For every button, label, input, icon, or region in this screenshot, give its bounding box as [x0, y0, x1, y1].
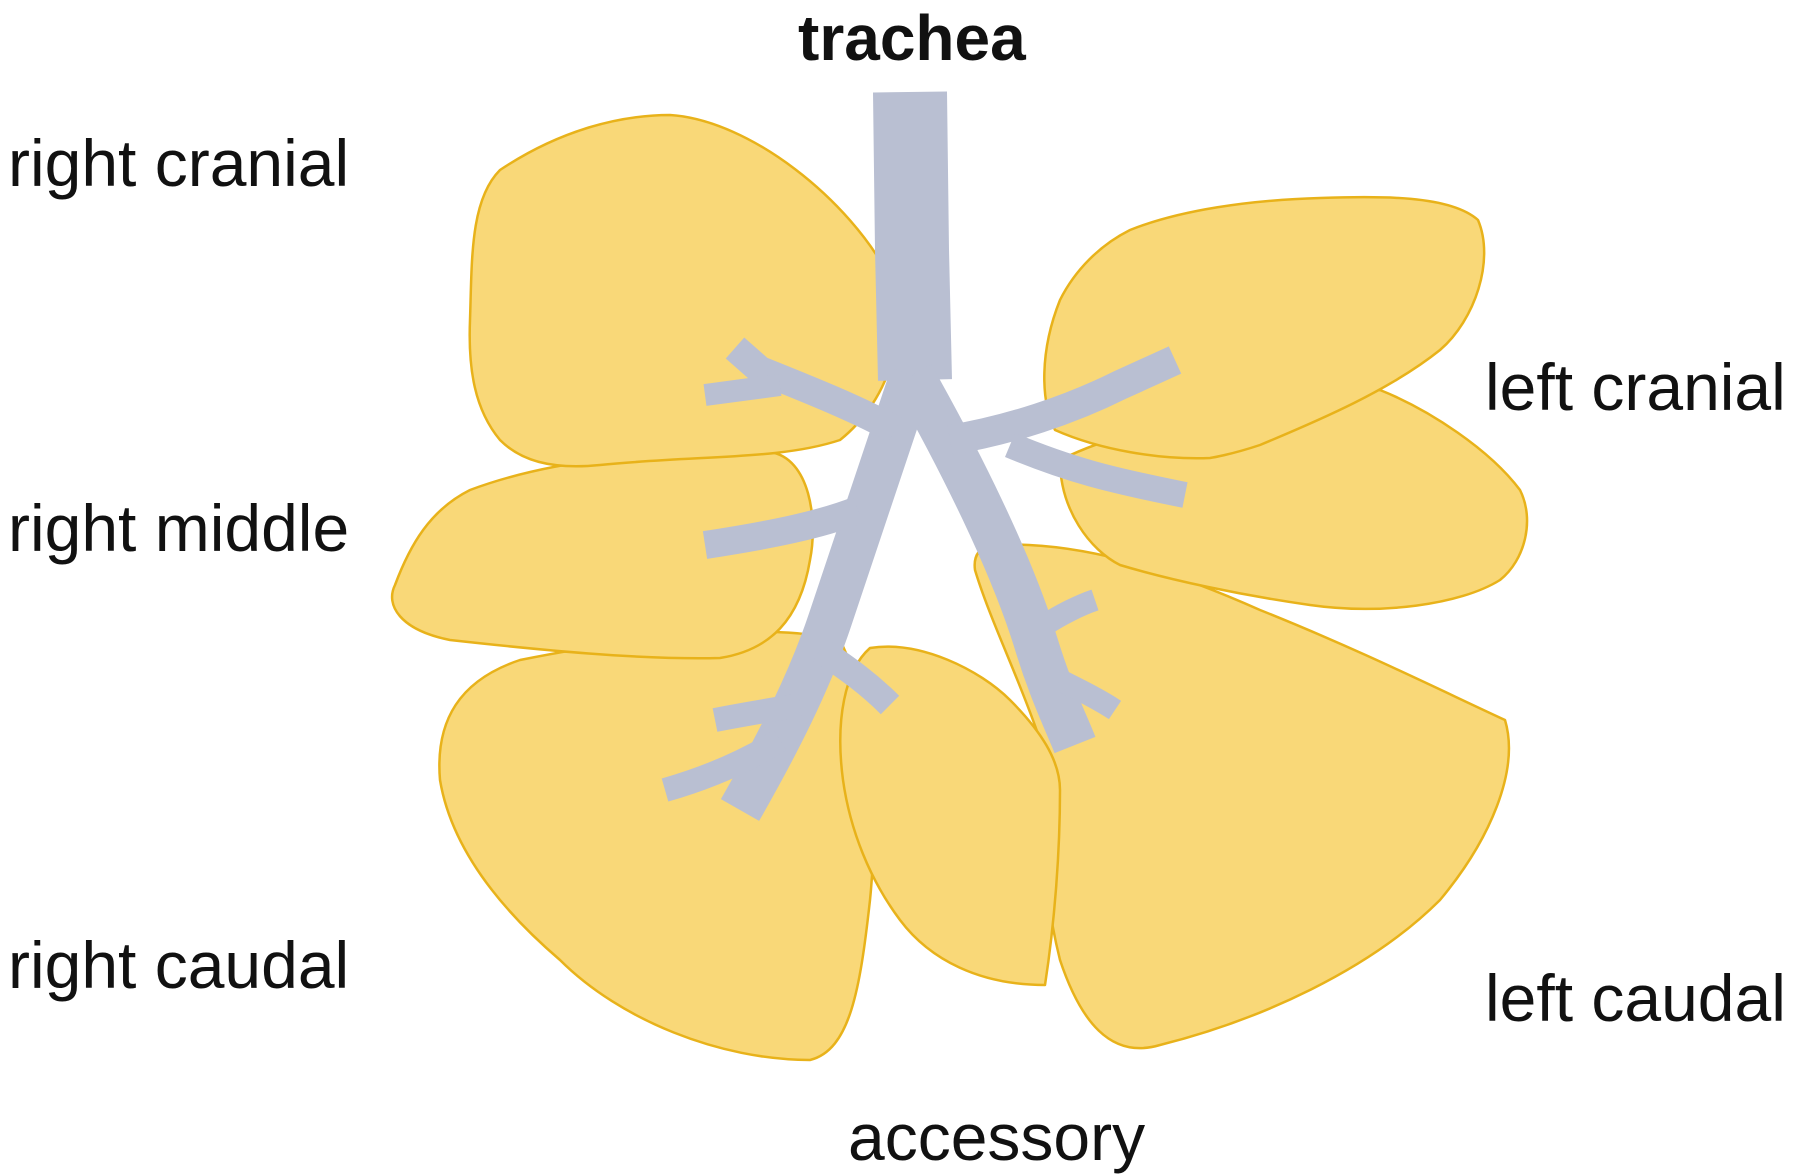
left-cranial-label: left cranial: [1485, 350, 1786, 424]
right-middle-lobe: [390, 450, 814, 660]
left-cranial-lobe: [1043, 195, 1486, 460]
left-caudal-label: left caudal: [1485, 961, 1786, 1035]
accessory-label: accessory: [848, 1100, 1146, 1174]
right-middle-label: right middle: [8, 491, 350, 565]
accessory-lobe: [839, 645, 1062, 987]
right-caudal-label: right caudal: [8, 928, 350, 1002]
airway-tree: [661, 91, 1188, 821]
trachea-label: trachea: [798, 2, 1026, 74]
right-cranial-label: right cranial: [8, 126, 350, 200]
left-caudal-lobe: [973, 543, 1511, 1050]
